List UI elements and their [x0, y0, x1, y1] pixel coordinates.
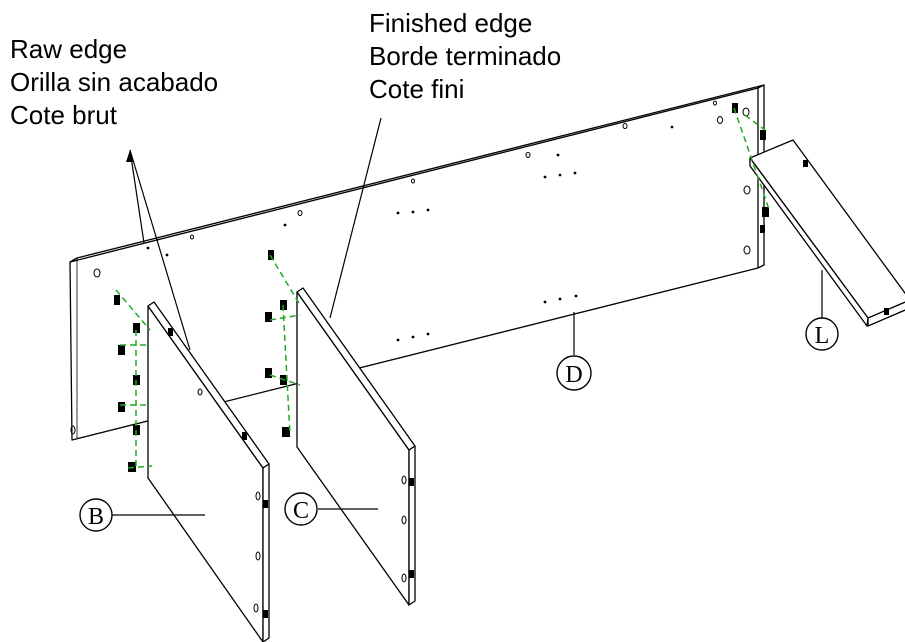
leader-lines	[112, 117, 823, 516]
callout-c-text: C	[293, 498, 309, 524]
panel-b	[147, 301, 270, 642]
callout-c: C	[284, 492, 318, 526]
raw-edge-en: Raw edge	[10, 34, 128, 64]
finished-edge-es: Borde terminado	[369, 41, 562, 71]
callout-b: B	[79, 498, 113, 532]
panel-c	[296, 287, 416, 606]
assembly-guides	[115, 107, 771, 470]
callout-d: D	[556, 355, 592, 391]
raw-edge-fr: Cote brut	[10, 100, 117, 130]
callout-l-text: L	[815, 323, 830, 349]
panel-d	[69, 84, 765, 441]
raw-edge-callout: Raw edge Orilla sin acabado Cote brut	[10, 33, 218, 132]
callout-l: L	[805, 317, 839, 351]
finished-edge-en: Finished edge	[369, 8, 533, 38]
callout-d-text: D	[565, 362, 582, 388]
callout-b-text: B	[88, 504, 104, 530]
finished-edge-callout: Finished edge Borde terminado Cote fini	[369, 7, 561, 106]
finished-edge-fr: Cote fini	[369, 74, 465, 104]
shelf-l	[749, 139, 905, 327]
raw-edge-es: Orilla sin acabado	[10, 67, 219, 97]
